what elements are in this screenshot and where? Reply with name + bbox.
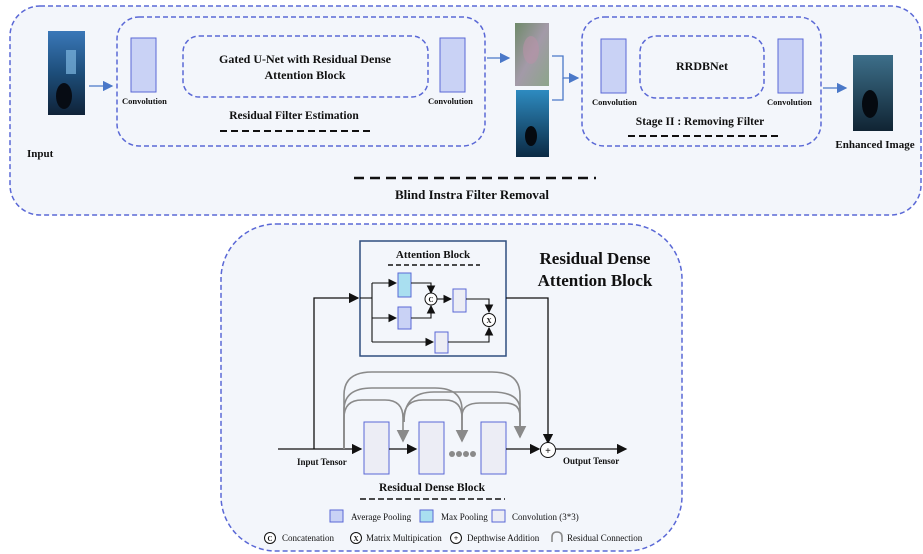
rrdb-label: RRDBNet	[676, 59, 728, 73]
stage1-conv-left-label: Convolution	[122, 96, 167, 106]
stage2-conv-left	[600, 38, 627, 94]
avg-pool-block	[397, 306, 412, 330]
arrow-image-merge	[552, 78, 564, 101]
input-to-attention-line	[313, 292, 360, 449]
avg-pool-to-concat	[411, 304, 436, 319]
rdb-conv-2	[418, 421, 445, 475]
stage2-conv-left-label: Convolution	[592, 97, 637, 107]
rdb-label: Residual Dense Block	[379, 482, 486, 494]
legend: Average Pooling Max Pooling Convolution …	[264, 509, 643, 544]
legend-concat-icon	[264, 532, 276, 544]
attention-bottom-conv	[434, 331, 449, 354]
add-node	[540, 442, 556, 458]
legend-conv-swatch	[491, 509, 506, 523]
conv-to-mult	[466, 298, 494, 314]
input-image	[48, 31, 85, 115]
residual-filter-image	[515, 23, 549, 86]
stage2-conv-right	[777, 38, 804, 94]
legend-mult-icon	[350, 532, 362, 544]
legend-residual-label: Residual Connection	[567, 533, 643, 543]
rdb-conv-3	[480, 421, 507, 475]
enhanced-image	[853, 55, 893, 131]
legend-add-icon	[450, 532, 462, 544]
legend-mult-label: Matrix Multipication	[366, 533, 442, 543]
rrdb-box	[639, 35, 765, 99]
mult-node-symbol: X	[486, 317, 491, 325]
legend-conv-label: Convolution (3*3)	[512, 512, 579, 522]
add-node-symbol: +	[545, 446, 551, 457]
unet-label-line2: Attention Block	[265, 68, 346, 82]
max-pool-block	[397, 272, 412, 298]
legend-add-symbol: +	[454, 534, 459, 543]
attention-block-label: Attention Block	[396, 249, 471, 261]
legend-max-pool-swatch	[419, 509, 434, 523]
dense-connection-arcs	[343, 371, 527, 449]
enhanced-image-label: Enhanced Image	[835, 139, 914, 151]
rdb-ellipsis-dots	[449, 451, 476, 457]
output-tensor-label: Output Tensor	[563, 456, 619, 466]
input-tensor-label: Input Tensor	[297, 457, 347, 467]
unet-box	[182, 35, 429, 98]
legend-residual-icon	[551, 531, 563, 542]
attention-to-add-line	[506, 297, 554, 445]
arrow-filter-merge	[552, 55, 580, 84]
stage1-conv-right-label: Convolution	[428, 96, 473, 106]
stage1-caption: Residual Filter Estimation	[229, 110, 359, 122]
stage1-conv-left	[130, 37, 157, 93]
main-title: Blind Instra Filter Removal	[395, 187, 549, 202]
unet-label-line1: Gated U-Net with Residual Dense	[219, 52, 392, 66]
max-pool-to-concat	[411, 282, 436, 295]
legend-avg-pool-label: Average Pooling	[351, 512, 412, 522]
legend-avg-pool-swatch	[329, 509, 344, 523]
legend-concat-symbol: C	[267, 535, 272, 543]
bottom-panel	[220, 223, 683, 552]
filtered-image	[516, 90, 549, 157]
mult-node	[482, 313, 496, 327]
rda-title-line2: Attention Block	[538, 271, 653, 290]
legend-add-label: Depthwise Addition	[467, 533, 540, 543]
stage1-conv-right	[439, 37, 466, 93]
legend-concat-label: Concatenation	[282, 533, 334, 543]
concat-node-symbol: C	[428, 296, 433, 304]
legend-max-pool-label: Max Pooling	[441, 512, 488, 522]
rda-title-line1: Residual Dense	[540, 249, 651, 268]
stage2-conv-right-label: Convolution	[767, 97, 812, 107]
bottom-conv-to-mult	[448, 326, 494, 343]
stage2-caption: Stage II : Removing Filter	[636, 116, 764, 128]
input-label: Input	[27, 148, 54, 160]
legend-mult-symbol: X	[353, 535, 358, 543]
attention-conv-block	[452, 288, 467, 313]
rdb-conv-1	[363, 421, 390, 475]
